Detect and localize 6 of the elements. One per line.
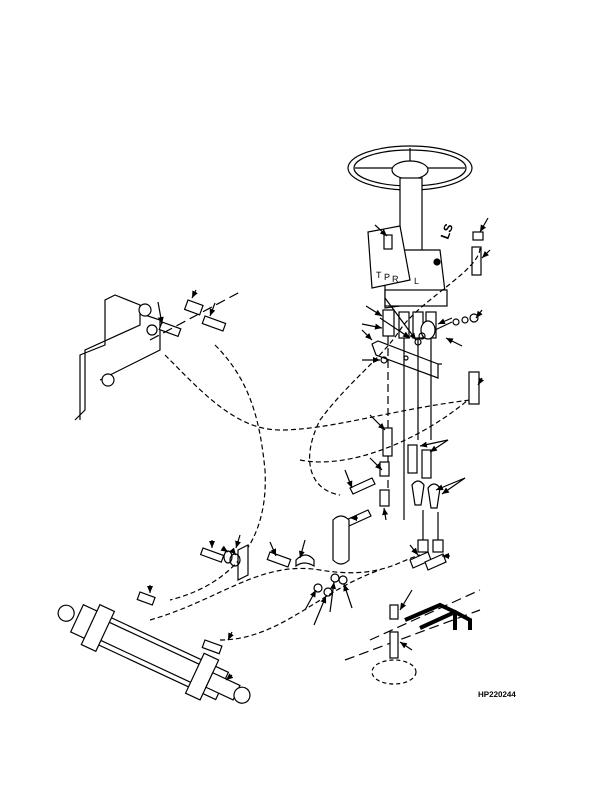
- port-letter: LS: [438, 222, 456, 242]
- drawing-number: HP220244: [478, 690, 516, 699]
- port-letter: L: [414, 276, 420, 286]
- port-letter: R: [392, 274, 398, 284]
- port-letter: P: [384, 272, 390, 282]
- port-letter: T: [376, 270, 382, 280]
